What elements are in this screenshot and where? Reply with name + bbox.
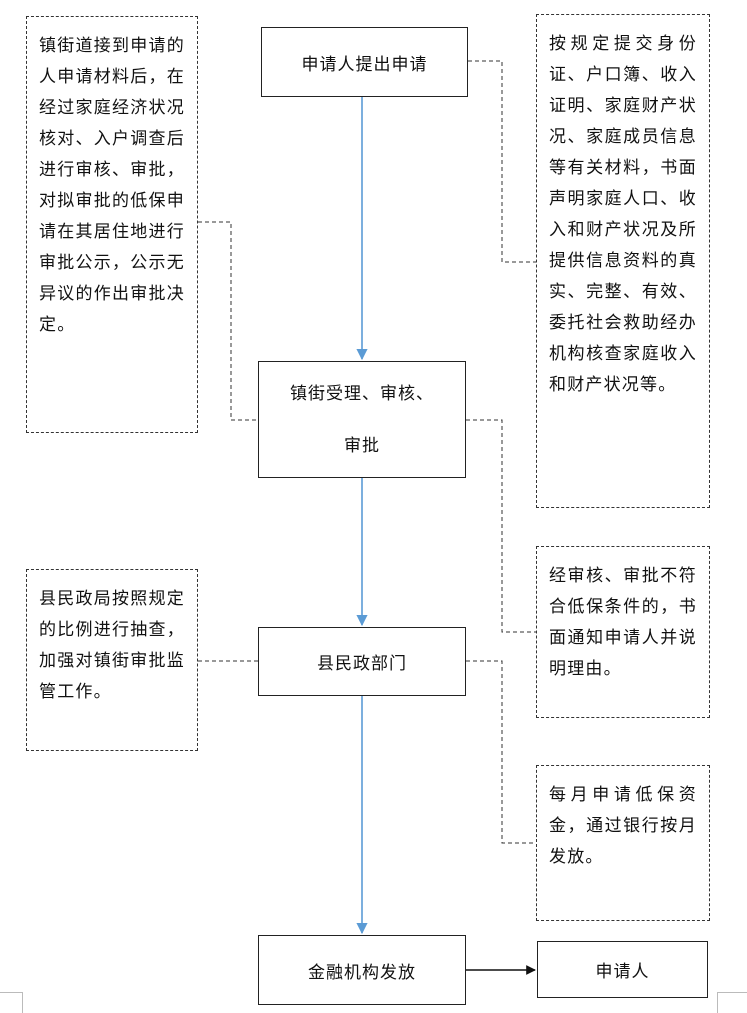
dashed-connector-apply-materials xyxy=(468,60,536,263)
crop-mark-left-h xyxy=(0,992,22,993)
node-applicant: 申请人 xyxy=(537,941,708,998)
note-rejection: 经审核、审批不符合低保条件的，书面通知申请人并说明理由。 xyxy=(536,546,710,718)
node-bank: 金融机构发放 xyxy=(258,935,466,1005)
dashed-connector-town-process xyxy=(198,221,258,421)
crop-mark-left xyxy=(22,992,23,1013)
dashed-connector-county-monthly xyxy=(466,660,536,844)
crop-mark-right xyxy=(717,992,718,1013)
node-applicant-label: 申请人 xyxy=(595,962,650,982)
note-county-check-text: 县民政局按照规定的比例进行抽查，加强对镇街审批监管工作。 xyxy=(39,589,185,702)
node-town-review: 镇街受理、审核、 审批 xyxy=(258,361,466,478)
note-county-check: 县民政局按照规定的比例进行抽查，加强对镇街审批监管工作。 xyxy=(26,569,198,751)
node-apply: 申请人提出申请 xyxy=(261,27,468,97)
note-monthly: 每月申请低保资金，通过银行按月发放。 xyxy=(536,765,710,921)
note-town-process-text: 镇街道接到申请的人申请材料后，在经过家庭经济状况核对、入户调查后进行审核、审批，… xyxy=(39,36,185,335)
note-materials-text: 按规定提交身份证、户口簿、收入证明、家庭财产状况、家庭成员信息等有关材料，书面声… xyxy=(549,34,697,395)
node-apply-label: 申请人提出申请 xyxy=(301,54,428,75)
note-town-process: 镇街道接到申请的人申请材料后，在经过家庭经济状况核对、入户调查后进行审核、审批，… xyxy=(26,16,198,433)
node-town-review-line1: 镇街受理、审核、 xyxy=(290,383,434,404)
crop-mark-right-h xyxy=(718,992,747,993)
note-materials: 按规定提交身份证、户口簿、收入证明、家庭财产状况、家庭成员信息等有关材料，书面声… xyxy=(536,14,710,508)
note-monthly-text: 每月申请低保资金，通过银行按月发放。 xyxy=(549,785,697,867)
dashed-connector-town-rejection xyxy=(466,419,536,633)
node-town-review-line2: 审批 xyxy=(344,435,380,456)
node-bank-label: 金融机构发放 xyxy=(308,962,416,983)
node-county: 县民政部门 xyxy=(258,627,466,696)
node-county-label: 县民政部门 xyxy=(317,654,407,674)
note-rejection-text: 经审核、审批不符合低保条件的，书面通知申请人并说明理由。 xyxy=(549,566,697,679)
